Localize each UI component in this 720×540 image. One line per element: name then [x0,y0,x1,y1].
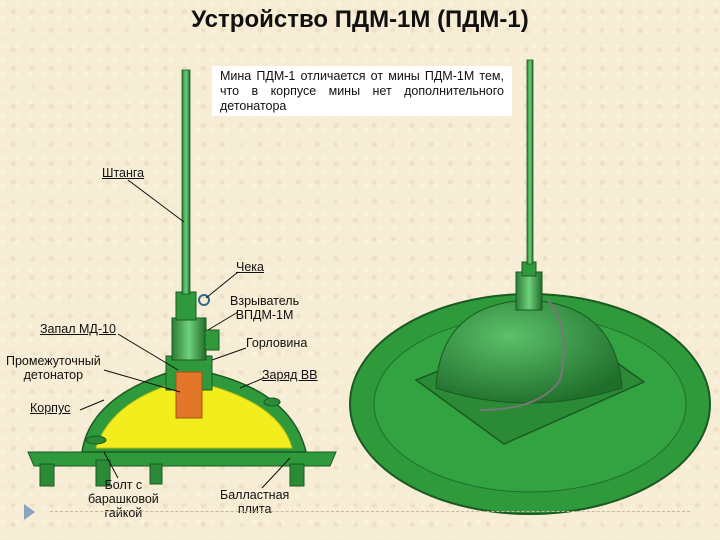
label-korpus: Корпус [30,401,70,415]
fuze-body [172,318,206,360]
triangle-right-icon[interactable] [24,504,35,520]
label-prom-line2: детонатор [24,368,83,382]
label-bolt-line3: гайкой [105,506,143,520]
label-bolt: Болт с барашковой гайкой [88,478,159,520]
label-shtanga: Штанга [102,166,144,180]
rod-left [182,70,190,294]
full-mine [350,60,710,514]
label-prom: Промежуточный детонатор [6,354,101,382]
label-gorlovina: Горловина [246,336,307,350]
label-cheka: Чека [236,260,264,274]
divider [50,511,690,512]
intermediate-detonator [176,372,202,418]
label-vzryvatel-line1: Взрыватель [230,294,299,308]
label-vzryvatel: Взрыватель ВПДМ-1М [230,294,299,322]
label-ballast-line1: Балластная [220,488,289,502]
label-ballast-line2: плита [238,502,272,516]
section-mine [28,70,336,486]
label-prom-line1: Промежуточный [6,354,101,368]
rod-right [527,60,533,264]
label-bolt-line2: барашковой [88,492,159,506]
label-vzryvatel-line2: ВПДМ-1М [236,308,294,322]
label-zaryad: Заряд ВВ [262,368,318,382]
label-bolt-line1: Болт с [105,478,143,492]
label-zapal: Запал МД-10 [40,322,116,336]
